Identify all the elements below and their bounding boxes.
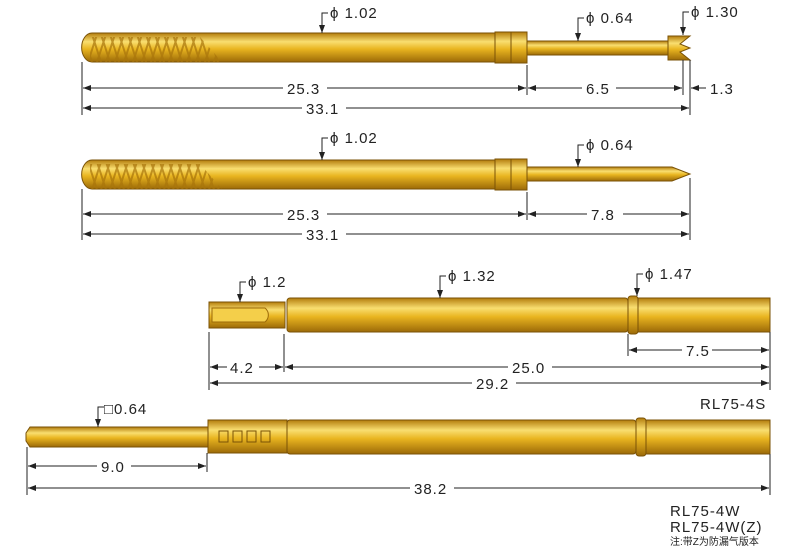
- dim-body: 25.0: [512, 360, 545, 377]
- dim-total: 33.1: [306, 101, 339, 118]
- label-tip-dia: ϕ 1.30: [691, 4, 739, 21]
- model-label: RL75-4S: [700, 396, 766, 413]
- dim-ring: 7.5: [686, 343, 710, 360]
- dim-pin: 9.0: [101, 459, 125, 476]
- dim-total: 29.2: [476, 376, 509, 393]
- label-barrel-dia: ϕ 1.02: [330, 130, 378, 147]
- dim-head: 4.2: [230, 360, 254, 377]
- label-pin-size: □0.64: [104, 401, 147, 418]
- label-head-dia: ϕ 1.2: [248, 274, 286, 291]
- receptacle-rl75-4s: ϕ 1.2 ϕ 1.32 ϕ 1.47 7.5 4.2 25.0 29.2 RL…: [208, 266, 771, 413]
- label-ring-dia: ϕ 1.47: [645, 266, 693, 283]
- dim-tip: 1.3: [710, 81, 734, 98]
- label-body-dia: ϕ 1.32: [448, 268, 496, 285]
- probe-point: ϕ 1.02 ϕ 0.64 25.3 7.8 33.1: [81, 130, 692, 244]
- dim-barrel: 25.3: [287, 81, 320, 98]
- dim-barrel: 25.3: [287, 207, 320, 224]
- dim-total: 33.1: [306, 227, 339, 244]
- dim-total: 38.2: [414, 481, 447, 498]
- receptacle-rl75-4w: □0.64 9.0 38.2 RL75-4W RL75-4W(Z) 注:带Z为防…: [25, 401, 771, 548]
- dim-plunger: 6.5: [586, 81, 610, 98]
- model-label: RL75-4W: [670, 503, 740, 520]
- note: 注:带Z为防漏气版本: [670, 535, 759, 548]
- dim-plunger: 7.8: [591, 207, 615, 224]
- label-plunger-dia: ϕ 0.64: [586, 10, 634, 27]
- label-barrel-dia: ϕ 1.02: [330, 5, 378, 22]
- label-plunger-dia: ϕ 0.64: [586, 137, 634, 154]
- model-label-z: RL75-4W(Z): [670, 519, 763, 536]
- probe-crown: ϕ 1.02 ϕ 0.64 ϕ 1.30 25.3 6.5 1.3 33.1: [81, 4, 739, 118]
